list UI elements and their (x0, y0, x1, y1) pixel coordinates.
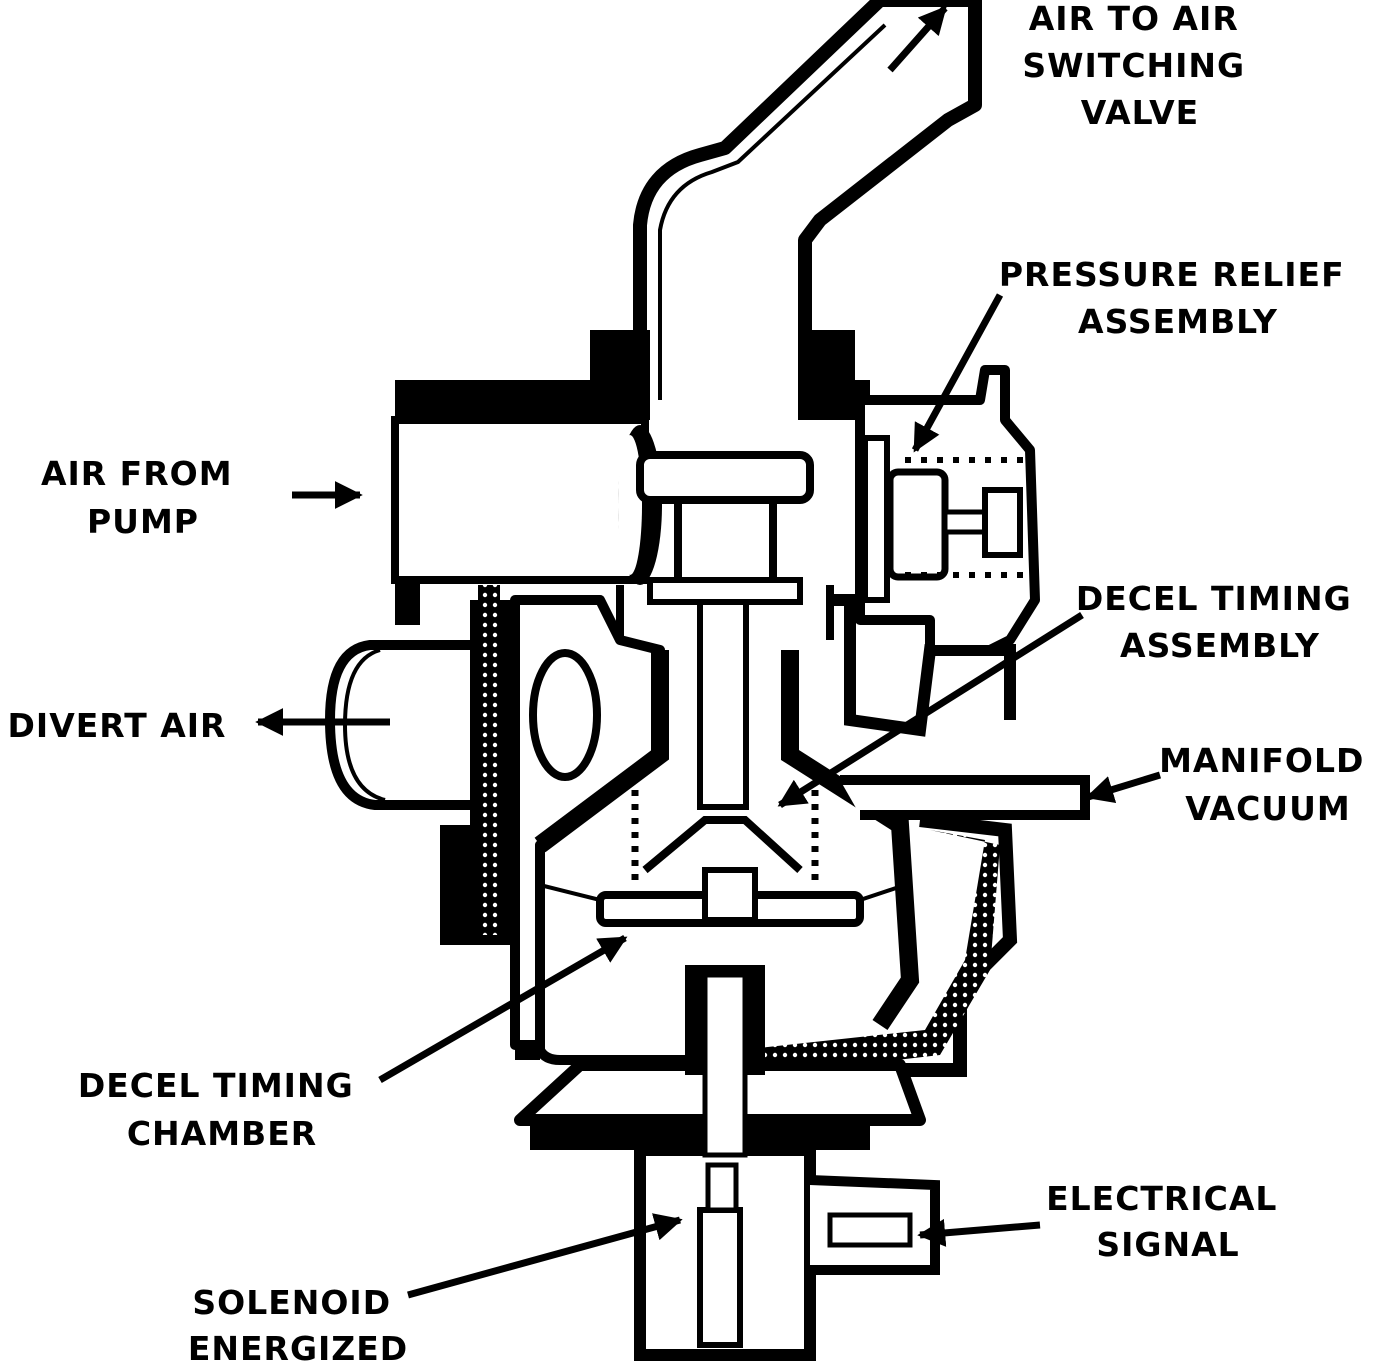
label-air-from-pump: AIR FROM PUMP (41, 454, 245, 541)
label-decel-timing-chamber: DECEL TIMING CHAMBER (78, 1066, 366, 1153)
outlet-pipe (633, 0, 982, 420)
arrow-air-to-switching (887, 5, 948, 73)
label-pressure-relief: PRESSURE RELIEF ASSEMBLY (999, 255, 1357, 341)
diverter-valve (616, 451, 834, 810)
arrow-decel-timing-assembly (777, 612, 1084, 808)
main-body (440, 585, 1016, 1065)
label-divert-air: DIVERT AIR (8, 706, 227, 745)
arrow-pressure-relief (911, 293, 1004, 453)
label-electrical-signal: ELECTRICAL SIGNAL (1046, 1179, 1290, 1264)
arrow-solenoid-energized (407, 1213, 683, 1299)
arrow-decel-timing-chamber (378, 934, 628, 1084)
label-manifold-vacuum: MANIFOLD VACUUM (1159, 741, 1377, 828)
pointer-arrows (255, 5, 1162, 1299)
pressure-relief-valve (855, 365, 1040, 655)
arrow-electrical-signal (917, 1218, 1041, 1247)
arrow-manifold-vacuum (1085, 771, 1162, 804)
label-solenoid-energized: SOLENOID ENERGIZED (188, 1283, 408, 1364)
diaphragm-assembly (539, 790, 906, 927)
solenoid (514, 965, 940, 1361)
label-decel-timing-assembly: DECEL TIMING ASSEMBLY (1076, 579, 1364, 665)
labels: AIR TO AIR SWITCHING VALVE PRESSURE RELI… (8, 0, 1377, 1364)
label-air-to-switching: AIR TO AIR SWITCHING VALVE (1022, 0, 1257, 132)
